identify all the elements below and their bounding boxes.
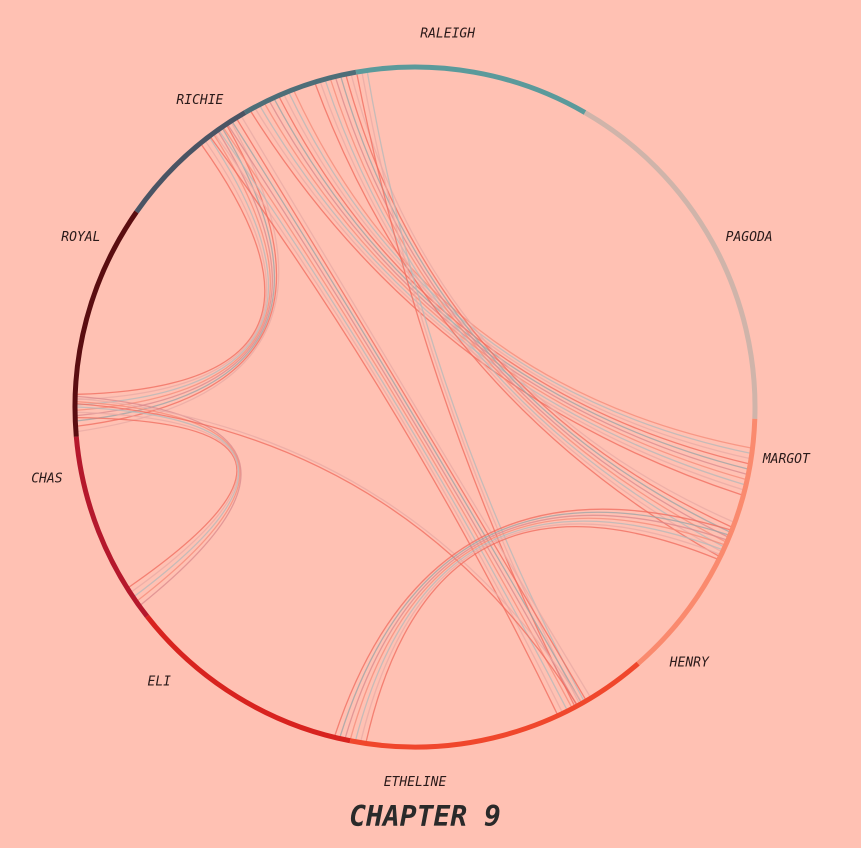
node-arc-margot [636,418,758,666]
node-label-henry: HENRY [669,656,710,671]
chord-link-royal-chas [76,134,272,411]
node-arc-henry [349,661,640,750]
node-arc-pagoda [583,110,758,419]
node-label-eli: ELI [148,674,172,689]
node-label-margot: MARGOT [762,452,811,467]
node-label-richie: RICHIE [176,93,223,108]
chord-link-richie-margot [293,91,751,449]
node-arc-eli [73,436,150,618]
chord-link-richie-margot [288,92,750,454]
chord-link-chas-eli [77,395,242,606]
chord-link-raleigh-margot [350,74,734,523]
node-arc-etheline [145,614,351,744]
chord-ribbons [76,72,751,742]
chord-link-raleigh-margot [330,79,726,543]
chord-link-royal-chas [77,144,266,395]
node-label-raleigh: RALEIGH [420,26,475,41]
chord-link-royal-henry [236,119,586,700]
chord-link-richie-margot [269,101,747,475]
chord-link-etheline-margot [349,517,724,739]
chord-link-etheline-margot [360,523,720,741]
chord-link-richie-margot [250,111,742,496]
chord-link-etheline-margot [365,526,718,742]
node-labels: RALEIGH PAGODA MARGOT HENRY ETHELINE ELI CHAS R… [31,26,811,790]
node-label-royal: ROYAL [61,230,100,245]
chord-link-raleigh-henry [356,73,575,706]
node-label-etheline: ETHELINE [384,775,447,790]
node-arc-royal [134,110,247,214]
chart-title: CHAPTER 9 [349,800,501,833]
chord-link-richie-margot [278,97,749,465]
chord-link-royal-henry [227,124,577,705]
node-label-pagoda: PAGODA [726,230,773,245]
chord-link-chas-eli [76,406,240,597]
chord-link-royal-henry [223,127,572,707]
chord-link-etheline-margot [355,520,722,740]
chord-link-richie-margot [283,95,750,460]
chord-link-raleigh-margot [345,75,732,528]
node-arcs [72,64,758,750]
node-label-chas: CHAS [31,472,62,487]
chord-link-etheline-margot [334,508,731,736]
chord-link-raleigh-margot [340,77,730,533]
chord-link-royal-henry [241,116,591,697]
node-arc-raleigh [355,64,587,115]
chord-link-etheline-margot [339,511,729,737]
chord-link-raleigh-margot [324,80,724,547]
chord-link-royal-henry [232,122,582,702]
chord-link-raleigh-margot [335,78,728,538]
chord-link-chas-eli [77,411,239,593]
node-arc-richie [243,69,357,115]
chord-link-etheline-margot [344,514,727,738]
chord-link-chas-eli [76,401,241,601]
node-arc-chas [72,210,139,437]
chord-link-raleigh-margot [319,82,722,552]
chord-link-royal-henry [210,137,558,714]
chord-link-chas-henry [76,403,578,705]
chord-link-richie-margot [264,103,746,480]
chord-link-royal-henry [218,130,568,710]
chord-link-raleigh-margot [314,83,719,557]
chord-link-chas-henry [77,397,582,702]
chord-link-royal-chas [76,137,270,406]
chord-link-chas-eli [77,416,238,588]
chord-link-royal-chas [77,131,274,417]
chord-link-royal-henry [214,134,563,712]
chord-link-royal-chas [77,141,268,401]
chord-link-royal-chas [77,128,276,422]
